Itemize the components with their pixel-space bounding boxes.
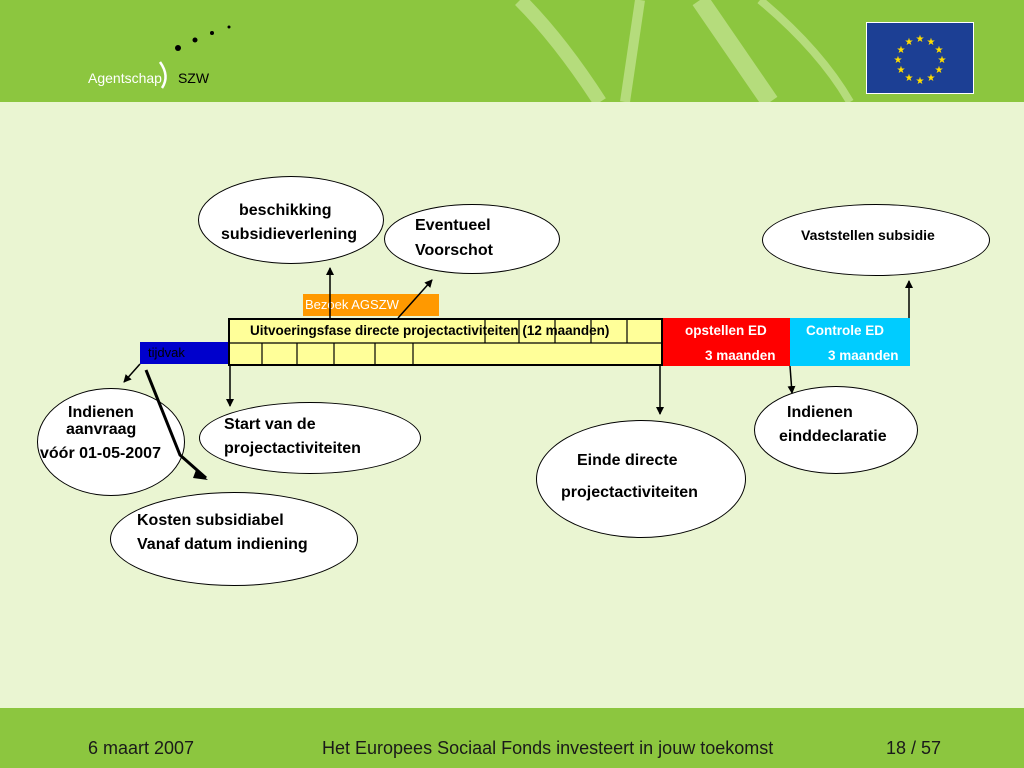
arrow-voorschot [397, 279, 433, 319]
svg-text:★: ★ [916, 76, 925, 87]
controle-ed-bar: Controle ED 3 maanden [790, 318, 910, 366]
arrow-kosten [144, 369, 207, 480]
vaststellen-bubble: Vaststellen subsidie [762, 204, 990, 276]
header-decoration [158, 0, 854, 102]
footer-date: 6 maart 2007 [88, 738, 195, 758]
footer-band: 6 maart 2007 Het Europees Sociaal Fonds … [0, 708, 1024, 768]
svg-text:★: ★ [897, 65, 906, 76]
svg-text:★: ★ [935, 65, 944, 76]
eu-flag-icon: ★★★ ★★★ ★★★ ★★★ [866, 22, 974, 94]
svg-text:★: ★ [927, 37, 936, 48]
beschikking-bubble: beschikking subsidieverlening [198, 176, 384, 264]
opstellen-ed-bar: opstellen ED 3 maanden [663, 318, 790, 366]
tijdvak-bar: tijdvak [140, 342, 228, 364]
arrow-einddeclaratie [787, 365, 796, 394]
voorschot-bubble: Eventueel Voorschot [384, 204, 560, 274]
einddeclaratie-bubble: Indienen einddeclaratie [754, 386, 918, 474]
svg-text:★: ★ [905, 73, 914, 84]
svg-text:★: ★ [916, 34, 925, 45]
footer-title: Het Europees Sociaal Fonds investeert in… [322, 738, 774, 758]
svg-text:★: ★ [935, 45, 944, 56]
start-bubble: Start van de projectactiviteiten [199, 402, 421, 474]
kosten-bubble: Kosten subsidiabel Vanaf datum indiening [110, 492, 358, 586]
einde-bubble: Einde directe projectactiviteiten [536, 420, 746, 538]
svg-text:★: ★ [897, 45, 906, 56]
eu-stars: ★★★ ★★★ ★★★ ★★★ [894, 34, 947, 87]
page-number: 18 / 57 [886, 738, 942, 758]
arrow-indienen [123, 363, 141, 383]
svg-text:★: ★ [894, 55, 903, 66]
svg-text:★: ★ [905, 37, 914, 48]
svg-text:★: ★ [927, 73, 936, 84]
svg-text:★: ★ [938, 55, 947, 66]
